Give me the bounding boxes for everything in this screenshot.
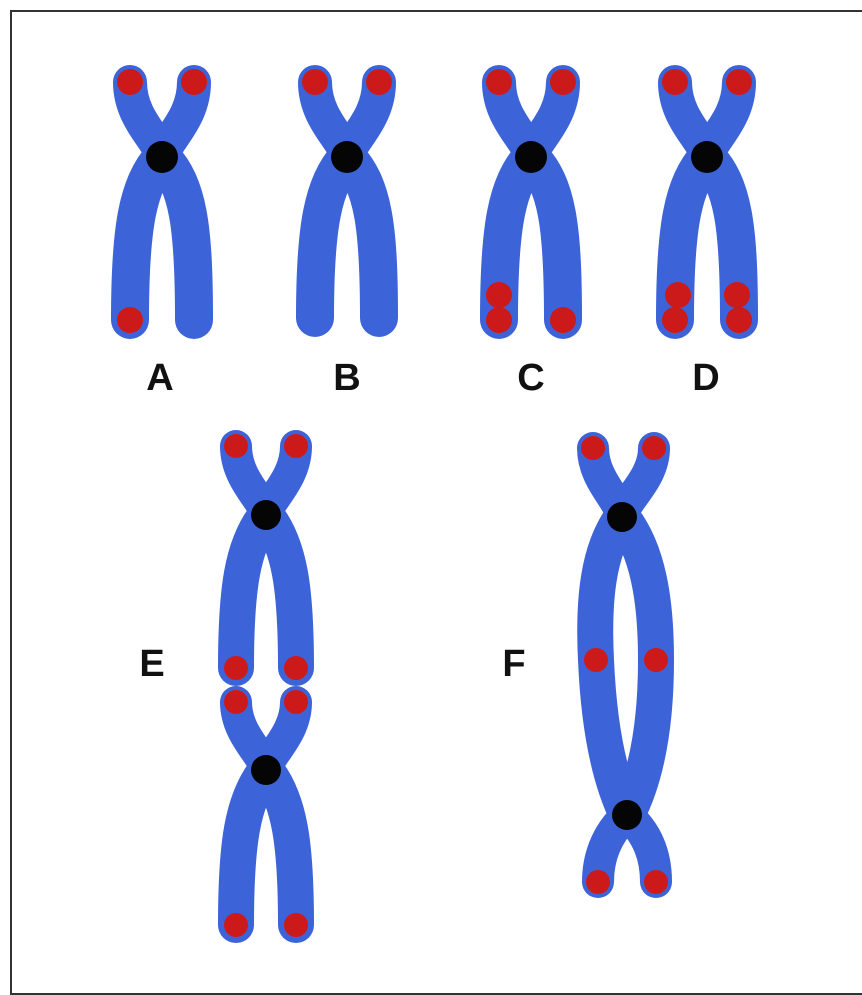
label-a: A — [146, 357, 173, 399]
label-c: C — [517, 357, 544, 399]
chromosome-a — [117, 69, 207, 333]
label-f: F — [502, 643, 525, 685]
chromosome-f — [581, 436, 668, 894]
chromosome-d — [662, 69, 752, 333]
label-d: D — [692, 357, 719, 399]
chromosome-e — [224, 434, 308, 937]
label-b: B — [333, 357, 360, 399]
chromosome-b — [302, 69, 392, 318]
label-e: E — [139, 643, 164, 685]
chromosome-c — [486, 69, 576, 333]
